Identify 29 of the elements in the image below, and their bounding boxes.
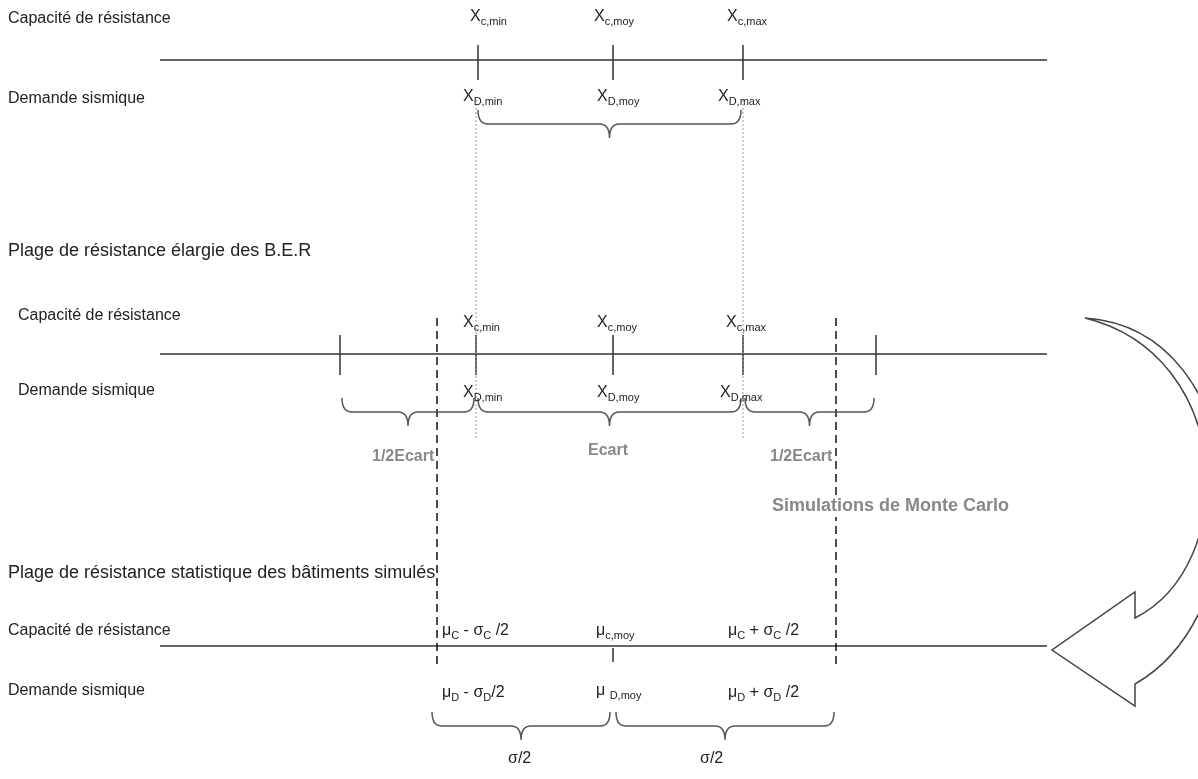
tick-label: X$_{D,max}$ (718, 86, 761, 109)
range-label: σ/2 (508, 748, 532, 768)
process-label: Simulations de Monte Carlo (770, 495, 1012, 517)
axis-label: Capacité de résistance (8, 8, 171, 28)
tick-label: X$_{D,min}$ (463, 86, 503, 109)
tick-label: μ$_{C}$ - σ$_{C}$ /2 (442, 620, 509, 643)
range-label: σ/2 (700, 748, 724, 768)
tick-label: X$_{c,moy}$ (594, 6, 634, 29)
tick-label: X$_{c,max}$ (726, 312, 766, 335)
axis-label: Demande sismique (18, 380, 155, 400)
tick-label: μ$_{D}$ + σ$_{D}$ /2 (728, 682, 800, 705)
tick-label: X$_{c,max}$ (727, 6, 767, 29)
tick-label: X$_{D,moy}$ (597, 86, 640, 109)
axis-label: Capacité de résistance (18, 305, 181, 325)
axis-label: Capacité de résistance (8, 620, 171, 640)
tick-label: X$_{c,min}$ (463, 312, 500, 335)
axis-label: Demande sismique (8, 680, 145, 700)
tick-label: X$_{c,min}$ (470, 6, 507, 29)
tick-label: X$_{D,min}$ (463, 382, 503, 405)
axis-label: Demande sismique (8, 88, 145, 108)
tick-label: μ$_{C}$ + σ$_{C}$ /2 (728, 620, 800, 643)
section-heading: Plage de résistance élargie des B.E.R (8, 240, 312, 262)
tick-label: X$_{D,max}$ (720, 382, 763, 405)
tick-label: X$_{c,moy}$ (597, 312, 637, 335)
tick-label: X$_{D,moy}$ (597, 382, 640, 405)
tick-label: μ $_{D,moy}$ (596, 680, 642, 703)
section-heading: Plage de résistance statistique des bâtiments simulés (8, 562, 436, 584)
tick-label: μ$_{c,moy}$ (596, 620, 635, 643)
tick-label: μ$_{D}$ - σ$_{D}$/2 (442, 682, 505, 705)
